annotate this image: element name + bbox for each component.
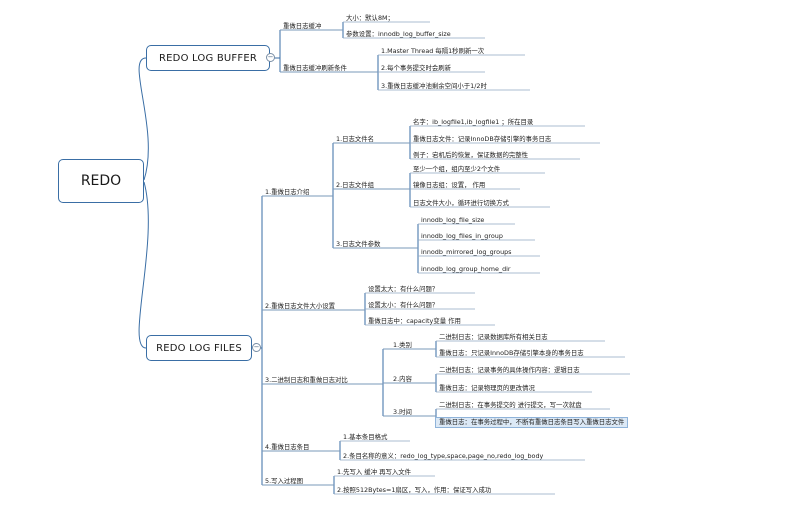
node-redo-log-buffer[interactable]: REDO LOG BUFFER bbox=[146, 45, 270, 71]
node-files-section-2[interactable]: 2.重做日志文件大小设置 bbox=[265, 302, 336, 310]
node-label: REDO LOG BUFFER bbox=[159, 52, 257, 64]
leaf-item[interactable]: 1.Master Thread 每隔1秒刷新一次 bbox=[381, 47, 485, 55]
node-files-section-1[interactable]: 1.重做日志介绍 bbox=[265, 188, 310, 196]
collapse-toggle-icon[interactable]: − bbox=[252, 343, 261, 352]
leaf-item[interactable]: 二进制日志：在事务提交的 进行提交，写一次就盘 bbox=[439, 401, 582, 409]
root-node[interactable]: REDO bbox=[58, 159, 144, 203]
node-buffer-group-2[interactable]: 重做日志缓冲刷新条件 bbox=[283, 64, 347, 72]
leaf-item[interactable]: 镜像日志组：设置， 作用 bbox=[413, 181, 486, 189]
root-label: REDO bbox=[80, 173, 122, 189]
leaf-item[interactable]: 重做日志中：capacity变量 作用 bbox=[368, 317, 461, 325]
collapse-toggle-icon[interactable]: − bbox=[266, 53, 275, 62]
node-files-section-4[interactable]: 4.重做日志条目 bbox=[265, 443, 310, 451]
leaf-item[interactable]: 日志文件大小，循环进行切换方式 bbox=[413, 199, 509, 207]
node-redo-log-files[interactable]: REDO LOG FILES bbox=[146, 335, 252, 361]
leaf-item[interactable]: innodb_mirrored_log_groups bbox=[421, 248, 512, 256]
node-sub-1-3[interactable]: 3.日志文件参数 bbox=[336, 240, 381, 248]
leaf-item[interactable]: 2.条目名称的意义：redo_log_type,space,page_no,re… bbox=[343, 452, 544, 460]
node-files-section-3[interactable]: 3.二进制日志和重做日志对比 bbox=[265, 376, 348, 384]
leaf-item[interactable]: 2.每个事务提交时会刷新 bbox=[381, 64, 452, 72]
node-sub-1-2[interactable]: 2.日志文件组 bbox=[336, 181, 375, 189]
link-root-files bbox=[138, 181, 149, 349]
leaf-item[interactable]: innodb_log_file_size bbox=[421, 216, 485, 224]
leaf-item[interactable]: 设置太小：有什么问题？ bbox=[368, 301, 439, 309]
leaf-item[interactable]: 1.先写入 缓冲 再写入文件 bbox=[337, 468, 412, 476]
leaf-item[interactable]: 1.基本条目格式 bbox=[343, 433, 388, 441]
leaf-item[interactable]: 参数设置：innodb_log_buffer_size bbox=[346, 30, 451, 38]
leaf-underlines bbox=[262, 21, 630, 495]
node-sub-3-3[interactable]: 3.时间 bbox=[393, 408, 412, 416]
leaf-item[interactable]: 3.重做日志缓冲池剩余空间小于1/2时 bbox=[381, 82, 487, 90]
leaf-item[interactable]: 例子：宕机后的恢复，保证数据的完整性 bbox=[413, 151, 529, 159]
node-label: REDO LOG FILES bbox=[156, 342, 242, 354]
node-sub-3-1[interactable]: 1.类别 bbox=[393, 341, 412, 349]
leaf-item[interactable]: 二进制日志：记录事务的具体操作内容：逻辑日志 bbox=[439, 366, 580, 374]
leaf-item[interactable]: innodb_log_group_home_dir bbox=[421, 265, 511, 273]
leaf-item[interactable]: 名字：ib_logfile1,ib_logfile1 ；所在目录 bbox=[413, 118, 534, 126]
link-files-trunk bbox=[258, 196, 263, 485]
leaf-item[interactable]: innodb_log_files_in_group bbox=[421, 232, 503, 240]
leaf-item[interactable]: 重做日志：只记录InnoDB存储引擎本身的事务日志 bbox=[439, 349, 584, 357]
leaf-item[interactable]: 至少一个组，组内至少2个文件 bbox=[413, 165, 501, 173]
link-buffer-trunk bbox=[270, 30, 281, 72]
leaf-item[interactable]: 2.按照512Bytes=1扇区，写入，作用：保证写入成功 bbox=[337, 486, 492, 494]
node-files-section-5[interactable]: 5.写入过程图 bbox=[265, 477, 304, 485]
leaf-item[interactable]: 大小：默认8M； bbox=[346, 14, 394, 22]
link-root-buffer bbox=[138, 57, 149, 181]
leaf-item[interactable]: 设置太大：有什么问题？ bbox=[368, 285, 439, 293]
link-s1-b bbox=[333, 173, 411, 207]
leaf-item-selected[interactable]: 重做日志：在事务过程中，不断有重做日志条目写入重做日志文件 bbox=[434, 417, 629, 428]
leaf-item[interactable]: 二进制日志：记录数据库所有相关日志 bbox=[439, 333, 548, 341]
leaf-item[interactable]: 重做日志：记录物理页的更改情况 bbox=[439, 384, 535, 392]
leaf-item[interactable]: 重做日志文件：记录InnoDB存储引擎的事务日志 bbox=[413, 135, 552, 143]
node-sub-1-1[interactable]: 1.日志文件名 bbox=[336, 135, 375, 143]
node-sub-3-2[interactable]: 2.内容 bbox=[393, 375, 412, 383]
node-buffer-group-1[interactable]: 重做日志缓冲 bbox=[283, 22, 322, 30]
